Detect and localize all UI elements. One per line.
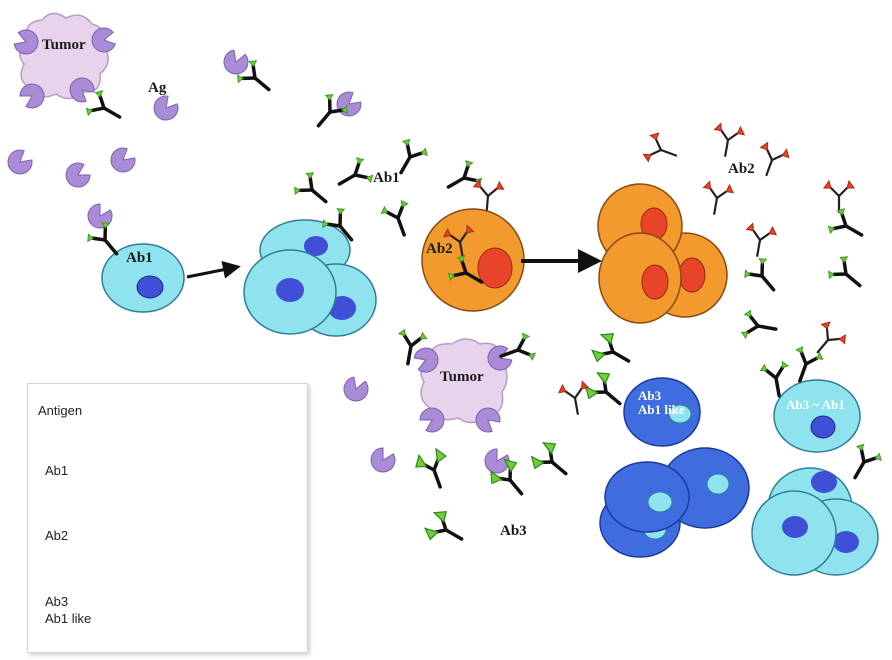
- ab2-antibody-icon: [805, 317, 851, 363]
- legend-antigen-label: Antigen: [38, 403, 83, 418]
- ab3-ab1-cell-label: Ab3 ~ Ab1: [786, 397, 845, 412]
- ab2-antibody-icon: [698, 179, 736, 218]
- ab1-cell-cluster: [243, 219, 377, 337]
- ab1-antibody-icon: [439, 156, 486, 201]
- ab3-antibody-icon: [410, 444, 457, 495]
- legend-ab3-label-line1: Ab3: [45, 594, 69, 609]
- arrow-1: [186, 260, 241, 279]
- tumor-middle: [420, 338, 508, 424]
- ab2-antibody-icon: [751, 139, 793, 182]
- ab3-antibody-icon: [525, 435, 578, 488]
- ab1-antibody-icon: [392, 327, 430, 368]
- ab3-cell-cluster: [599, 447, 750, 558]
- ab2-antibody-icon: [822, 179, 856, 214]
- ab2-label: Ab2: [728, 161, 755, 177]
- antigen-icon: [105, 143, 140, 178]
- antigen-icon: [220, 47, 252, 78]
- antigen-icon: [148, 91, 183, 126]
- ab2-antibody-icon: [741, 221, 779, 260]
- ab1-antibody-icon: [739, 253, 787, 301]
- ab1-b-cell: [101, 243, 185, 313]
- ab2-cell-cluster: [597, 183, 728, 324]
- ab2-antibody-icon: [556, 379, 594, 418]
- legend-ab1-label: Ab1: [45, 463, 69, 478]
- ab3-cell-label-line1: Ab3: [638, 388, 662, 403]
- ab1-antibody-icon: [377, 197, 420, 242]
- legend-box: [27, 383, 308, 653]
- ab3-ab1-b-cell: [773, 379, 861, 453]
- antigen-icon: [331, 87, 366, 122]
- antigen-icon: [340, 374, 372, 405]
- ab1-antibody-icon: [824, 204, 871, 249]
- legend-ab3-label-line2: Ab1 like: [45, 611, 92, 626]
- ab1-antibody-icon: [330, 153, 377, 198]
- ab3-antibody-icon: [586, 326, 639, 377]
- legend-ab2-label: Ab2: [45, 528, 69, 543]
- tumor-top: [19, 12, 109, 100]
- tumor-label: Tumor: [42, 37, 86, 53]
- antigen-icon: [366, 444, 400, 477]
- antigen-icon: [61, 158, 94, 192]
- ag-label: Ag: [148, 80, 167, 96]
- ab2-antibody-icon: [640, 129, 683, 171]
- ab1-antibody-icon: [823, 251, 871, 299]
- ab2-antibody-icon: [470, 178, 506, 215]
- ab1-antibody-icon: [739, 307, 780, 345]
- ab1-cell-label: Ab1: [126, 250, 153, 266]
- antigen-icon: [83, 200, 117, 233]
- ab3-antibody-icon: [419, 504, 472, 555]
- ab2-cell-label: Ab2: [426, 241, 453, 257]
- ab1-antibody-icon: [841, 440, 886, 487]
- ab3-antibody-icon: [579, 365, 632, 418]
- ab3-cell-label-line2: Ab1 like: [638, 402, 685, 417]
- ab3-label: Ab3: [500, 523, 527, 539]
- ab1-like-cell-cluster: [751, 467, 879, 576]
- tumor-middle-label: Tumor: [440, 369, 484, 385]
- ab1-antibody-icon: [289, 167, 337, 215]
- ab3-b-cell: [623, 377, 701, 447]
- ab2-antibody-icon: [709, 121, 747, 160]
- ab2-b-cell: [421, 208, 525, 312]
- antigen-icon: [2, 145, 37, 180]
- ab1-label: Ab1: [373, 170, 400, 186]
- ab1-antibody-icon: [82, 86, 129, 131]
